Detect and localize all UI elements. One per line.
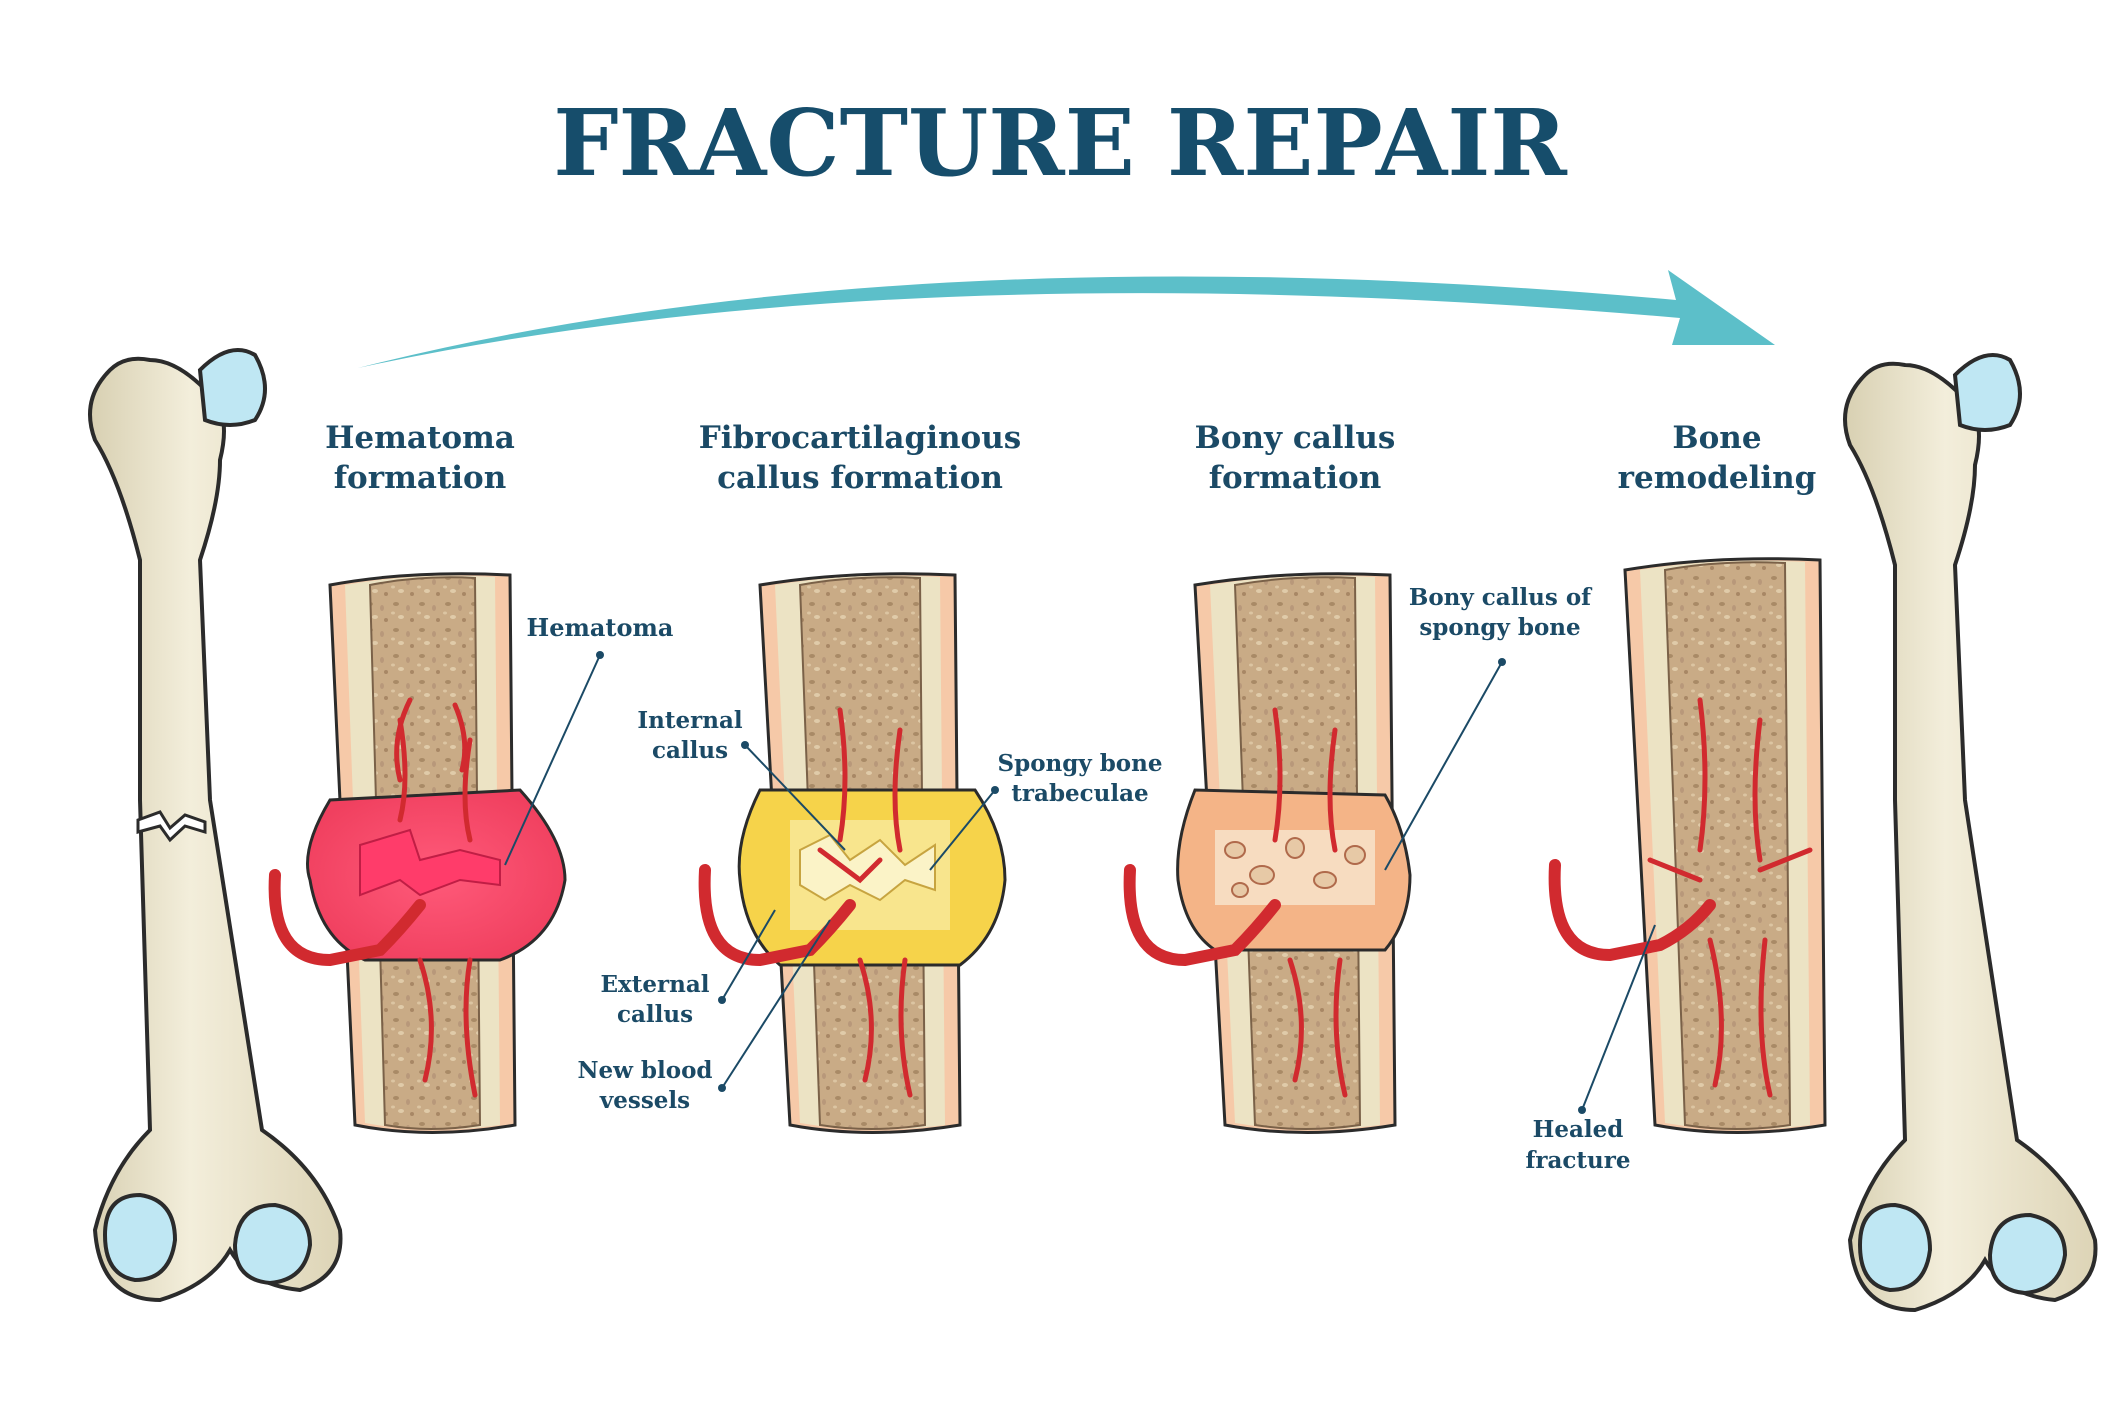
stage-2-bone-section [698,572,1007,1134]
stage-2-title-line2: callus formation [717,460,1003,496]
leader-dot [596,651,604,659]
leader-spongy-bone [929,789,996,871]
leader-dot [991,786,999,794]
leader-dot [1498,658,1506,666]
leader-internal-callus [744,744,846,851]
stage-2-title-line1: Fibrocartilaginous [699,420,1021,456]
leader-hematoma [504,654,601,866]
label-healed-fracture-1: Healed [1533,1116,1624,1143]
leader-new-blood-vessels [721,919,831,1089]
label-internal-callus-1: Internal [637,707,742,734]
progress-arrow [358,270,1775,368]
label-healed-fracture-2: fracture [1525,1147,1630,1174]
label-bony-callus-2: spongy bone [1419,614,1580,641]
stage-1-title-line2: formation [334,460,507,496]
stage-1-bone-section [268,572,567,1134]
label-spongy-bone-trabeculae-1: Spongy bone [998,750,1163,777]
label-new-blood-vessels-2: vessels [599,1087,690,1114]
stage-4-bone-section [1548,557,1827,1134]
leader-healed-fracture [1581,924,1656,1111]
label-hematoma: Hematoma [527,613,674,642]
stage-3-title-line2: formation [1209,460,1382,496]
label-bony-callus-1: Bony callus of [1409,584,1593,611]
label-spongy-bone-trabeculae-2: trabeculae [1011,780,1148,807]
leader-external-callus [721,909,776,1001]
leader-dot [1578,1106,1586,1114]
stage-3-bone-section [1123,572,1412,1134]
leader-dot [741,741,749,749]
stage-1-title-line1: Hematoma [325,420,515,456]
stage-3-title-line1: Bony callus [1195,420,1396,456]
leader-dot [718,1084,726,1092]
label-external-callus-1: External [601,971,710,998]
stage-4-title-line1: Bone [1672,420,1761,456]
left-femur-fractured [88,348,343,1303]
label-external-callus-2: callus [617,1001,693,1028]
label-new-blood-vessels-1: New blood [577,1057,712,1084]
label-internal-callus-2: callus [652,737,728,764]
right-femur-healed [1843,353,2098,1313]
page-title: FRACTURE REPAIR [553,89,1567,197]
stage-4-title-line2: remodeling [1618,460,1817,496]
leader-dot [718,996,726,1004]
leader-bony-callus [1384,661,1503,871]
